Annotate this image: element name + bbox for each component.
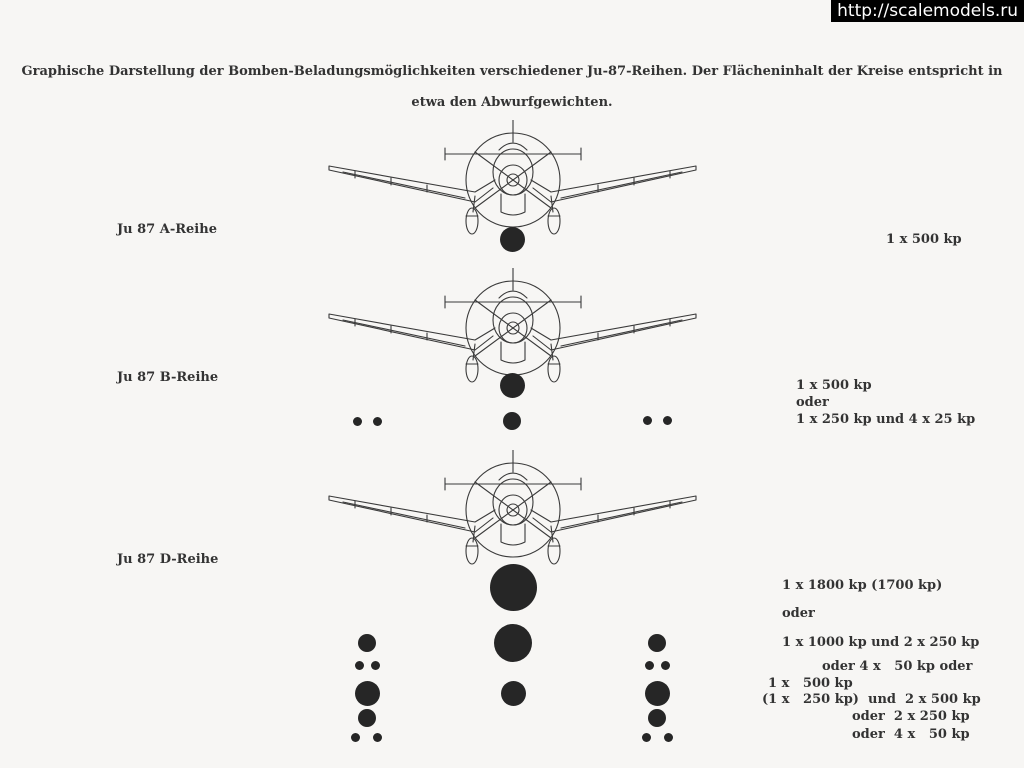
load-d-8: oder 4 x 50 kp — [852, 727, 970, 742]
load-d-6: (1 x 250 kp) und 2 x 500 kp — [762, 692, 981, 707]
watermark: http://scalemodels.ru — [831, 0, 1024, 22]
label-ju87-a: Ju 87 A-Reihe — [117, 222, 217, 237]
load-d-3: 1 x 1000 kp und 2 x 250 kp — [782, 635, 980, 650]
load-d-5: 1 x 500 kp — [768, 676, 853, 691]
bomb-d-50-left-1 — [355, 661, 364, 670]
label-ju87-d: Ju 87 D-Reihe — [117, 552, 219, 567]
bomb-b-25-right-outer — [663, 416, 672, 425]
load-a-1: 1 x 500 kp — [886, 232, 962, 247]
bomb-d-250b-left — [358, 709, 376, 727]
label-ju87-b: Ju 87 B-Reihe — [117, 370, 219, 385]
bomb-d-50-right-1 — [645, 661, 654, 670]
load-d-4: oder 4 x 50 kp oder — [822, 659, 973, 674]
load-d-1: 1 x 1800 kp (1700 kp) — [782, 578, 943, 593]
caption-line-2: etwa den Abwurfgewichten. — [411, 95, 613, 110]
load-b-1: 1 x 500 kp — [796, 378, 872, 393]
ju87-b-front-view-drawing — [328, 268, 697, 383]
bomb-b-250-center — [503, 412, 521, 430]
bomb-d-50b-right-1 — [642, 733, 651, 742]
bomb-d-50b-right-2 — [664, 733, 673, 742]
bomb-d-50-left-2 — [371, 661, 380, 670]
bomb-d-1800-center — [490, 564, 537, 611]
load-b-2: oder — [796, 395, 829, 410]
bomb-d-50-right-2 — [661, 661, 670, 670]
bomb-d-1000-center — [494, 624, 532, 662]
bomb-d-500-left — [355, 681, 380, 706]
bomb-b-25-left-outer — [353, 417, 362, 426]
bomb-b-25-right-inner — [643, 416, 652, 425]
bomb-d-250-left — [358, 634, 376, 652]
caption-line-1: Graphische Darstellung der Bomben-Beladu… — [21, 64, 1003, 79]
bomb-d-250-right — [648, 634, 666, 652]
bomb-d-50b-left-1 — [351, 733, 360, 742]
load-b-3: 1 x 250 kp und 4 x 25 kp — [796, 412, 976, 427]
bomb-b-25-left-inner — [373, 417, 382, 426]
load-d-2: oder — [782, 606, 815, 621]
bomb-d-500-right — [645, 681, 670, 706]
bomb-a-500-center — [500, 227, 525, 252]
bomb-d-500-center — [501, 681, 526, 706]
ju87-a-front-view-drawing — [328, 120, 697, 235]
load-d-7: oder 2 x 250 kp — [852, 709, 970, 724]
bomb-d-50b-left-2 — [373, 733, 382, 742]
bomb-b-500-center — [500, 373, 525, 398]
ju87-d-front-view-drawing — [328, 450, 697, 565]
bomb-d-250b-right — [648, 709, 666, 727]
